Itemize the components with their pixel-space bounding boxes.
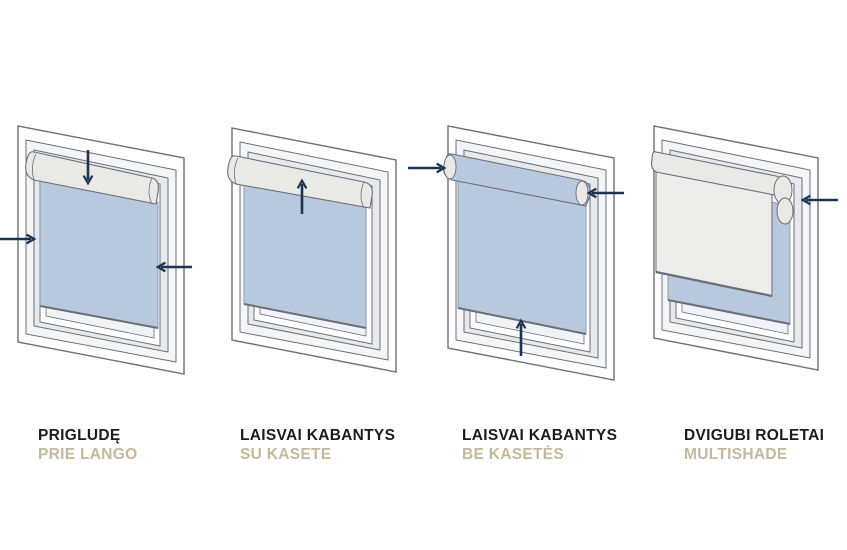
window-1-blind [39, 179, 159, 329]
variant-3-subtitle: BE KASETĖS [462, 446, 565, 463]
variant-3-title: LAISVAI KABANTYS [462, 427, 618, 444]
window-4-double-blinds [650, 125, 838, 371]
variant-4-label: DVIGUBI ROLETAI MULTISHADE [684, 426, 824, 464]
variant-2-subtitle: SU KASETE [240, 446, 332, 463]
variant-1-subtitle: PRIE LANGO [38, 446, 138, 463]
window-4-roller-end-lower [776, 197, 794, 225]
variant-4-subtitle: MULTISHADE [684, 446, 788, 463]
variant-1-title: PRIGLUDĘ [38, 427, 121, 444]
window-3-free-hanging-no-cassette [408, 125, 624, 381]
variant-4-title: DVIGUBI ROLETAI [684, 427, 825, 444]
variant-1-label: PRIGLUDĘ PRIE LANGO [38, 426, 137, 464]
variant-3-label: LAISVAI KABANTYS BE KASETĖS [462, 426, 617, 464]
window-1-pressed-to-glass [0, 125, 192, 375]
variant-2-title: LAISVAI KABANTYS [240, 427, 396, 444]
variant-2-label: LAISVAI KABANTYS SU KASETE [240, 426, 395, 464]
window-2-free-hanging-cassette [227, 127, 397, 373]
